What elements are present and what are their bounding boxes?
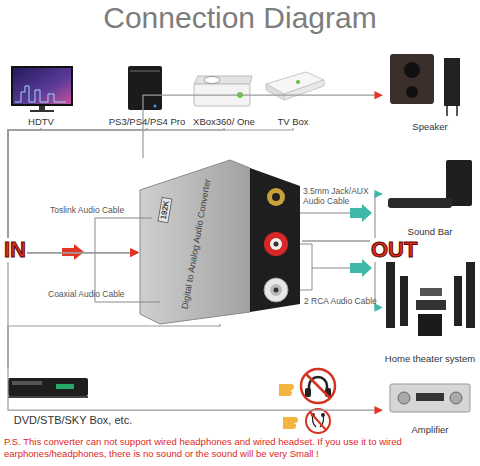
earbud (321, 413, 325, 417)
tv-stand (39, 106, 45, 110)
diagram-title: Connection Diagram (0, 0, 480, 36)
speaker-legs (447, 106, 457, 116)
device-node: Speaker (382, 45, 478, 133)
connector-line (8, 253, 138, 368)
no-sign (306, 409, 330, 433)
no-sign (301, 369, 335, 403)
device-caption: DVD/STB/SKY Box, etc. (14, 414, 132, 426)
speaker-cone (406, 86, 418, 98)
output-cable-line (300, 213, 350, 290)
device-node: DVD/STB/SKY Box, etc. (3, 368, 143, 426)
connector-line (8, 128, 138, 253)
theater-tower (386, 262, 395, 328)
theater-center (416, 300, 446, 310)
converter-node: 192K Digital to Analog Audio Converter (138, 158, 302, 324)
device-caption: Amplifier (412, 424, 449, 436)
product-name: Digital to Analog Audio Converter (180, 178, 213, 310)
no-slash (310, 412, 326, 430)
console-body (128, 66, 162, 110)
dvd-foot (8, 396, 88, 398)
coax-port-hole (272, 193, 280, 201)
tv-base (30, 110, 54, 112)
console-stripe (130, 70, 160, 72)
tvbox-logo (296, 80, 300, 84)
sound-bar (388, 198, 452, 208)
dvd-tray (12, 381, 42, 385)
speaker-cone (404, 62, 420, 78)
xbox-top (194, 76, 252, 84)
device-caption: XBox360/ One (193, 116, 255, 128)
amp-display (416, 393, 444, 401)
cable-label: 3.5mm Jack/AUX Audio Cable (303, 186, 373, 206)
amp-knob (398, 392, 410, 404)
rca-white-ring (270, 284, 282, 296)
rca-white-port (264, 278, 288, 302)
theater-tower (466, 262, 475, 328)
out-arrow (350, 259, 372, 277)
cable-label: Toslink Audio Cable (50, 205, 124, 215)
device-caption: Home theater system (385, 353, 475, 365)
connector-line (8, 128, 147, 253)
device-caption: PS3/PS4/PS4 Pro (109, 116, 186, 128)
tv-screen (13, 68, 71, 104)
out-arrow (350, 204, 372, 222)
rca-white-pin (274, 288, 279, 293)
speaker-tower (444, 58, 460, 106)
device-node: PS3/PS4/PS4 Pro (104, 42, 190, 128)
tvbox-side (266, 84, 284, 100)
no-slash (306, 374, 330, 398)
amp-knob (450, 392, 462, 404)
model-label: 192K (157, 197, 172, 224)
device-caption: Speaker (412, 121, 447, 133)
headphone-cup (305, 388, 311, 397)
device-node: XBox360/ One (190, 42, 258, 128)
rca-red-port (264, 232, 288, 256)
console-led (154, 105, 157, 108)
thumb-icon (283, 417, 298, 429)
amp-body (390, 384, 470, 412)
theater-tower (400, 276, 408, 326)
cable-label: 2 RCA Audio Cable (304, 296, 377, 306)
rca-red-pin (274, 242, 279, 247)
device-node: HDTV (5, 42, 77, 128)
speaker-box (390, 54, 434, 104)
theater-receiver (420, 288, 442, 296)
tv-bezel (11, 66, 73, 106)
connector-line (8, 324, 382, 410)
device-caption: HDTV (28, 116, 54, 128)
connector-line (8, 128, 293, 253)
rca-red-ring (270, 238, 282, 250)
converter-face (140, 160, 250, 324)
converter-side (250, 168, 300, 312)
device-node: Amplifier (382, 376, 478, 436)
device-caption: TV Box (277, 116, 308, 128)
thumb-icon (279, 384, 294, 396)
cable-label: Coaxial Audio Cable (48, 289, 125, 299)
out-label: OUT (370, 238, 418, 262)
device-node: Home theater system (382, 250, 478, 365)
device-caption: Sound Bar (408, 226, 453, 238)
xbox-controller (204, 77, 220, 84)
dvd-display (56, 384, 74, 389)
theater-tower (454, 276, 462, 326)
warning-note: P.S. This converter can not support wire… (4, 436, 476, 460)
dvd-body (8, 378, 88, 396)
tvbox-front (284, 80, 324, 100)
device-node: TV Box (260, 42, 326, 128)
tv-skyline (15, 86, 66, 102)
theater-sub (418, 314, 442, 336)
coax-port (267, 188, 285, 206)
device-node: Sound Bar (382, 150, 478, 238)
in-label: IN (3, 238, 27, 262)
